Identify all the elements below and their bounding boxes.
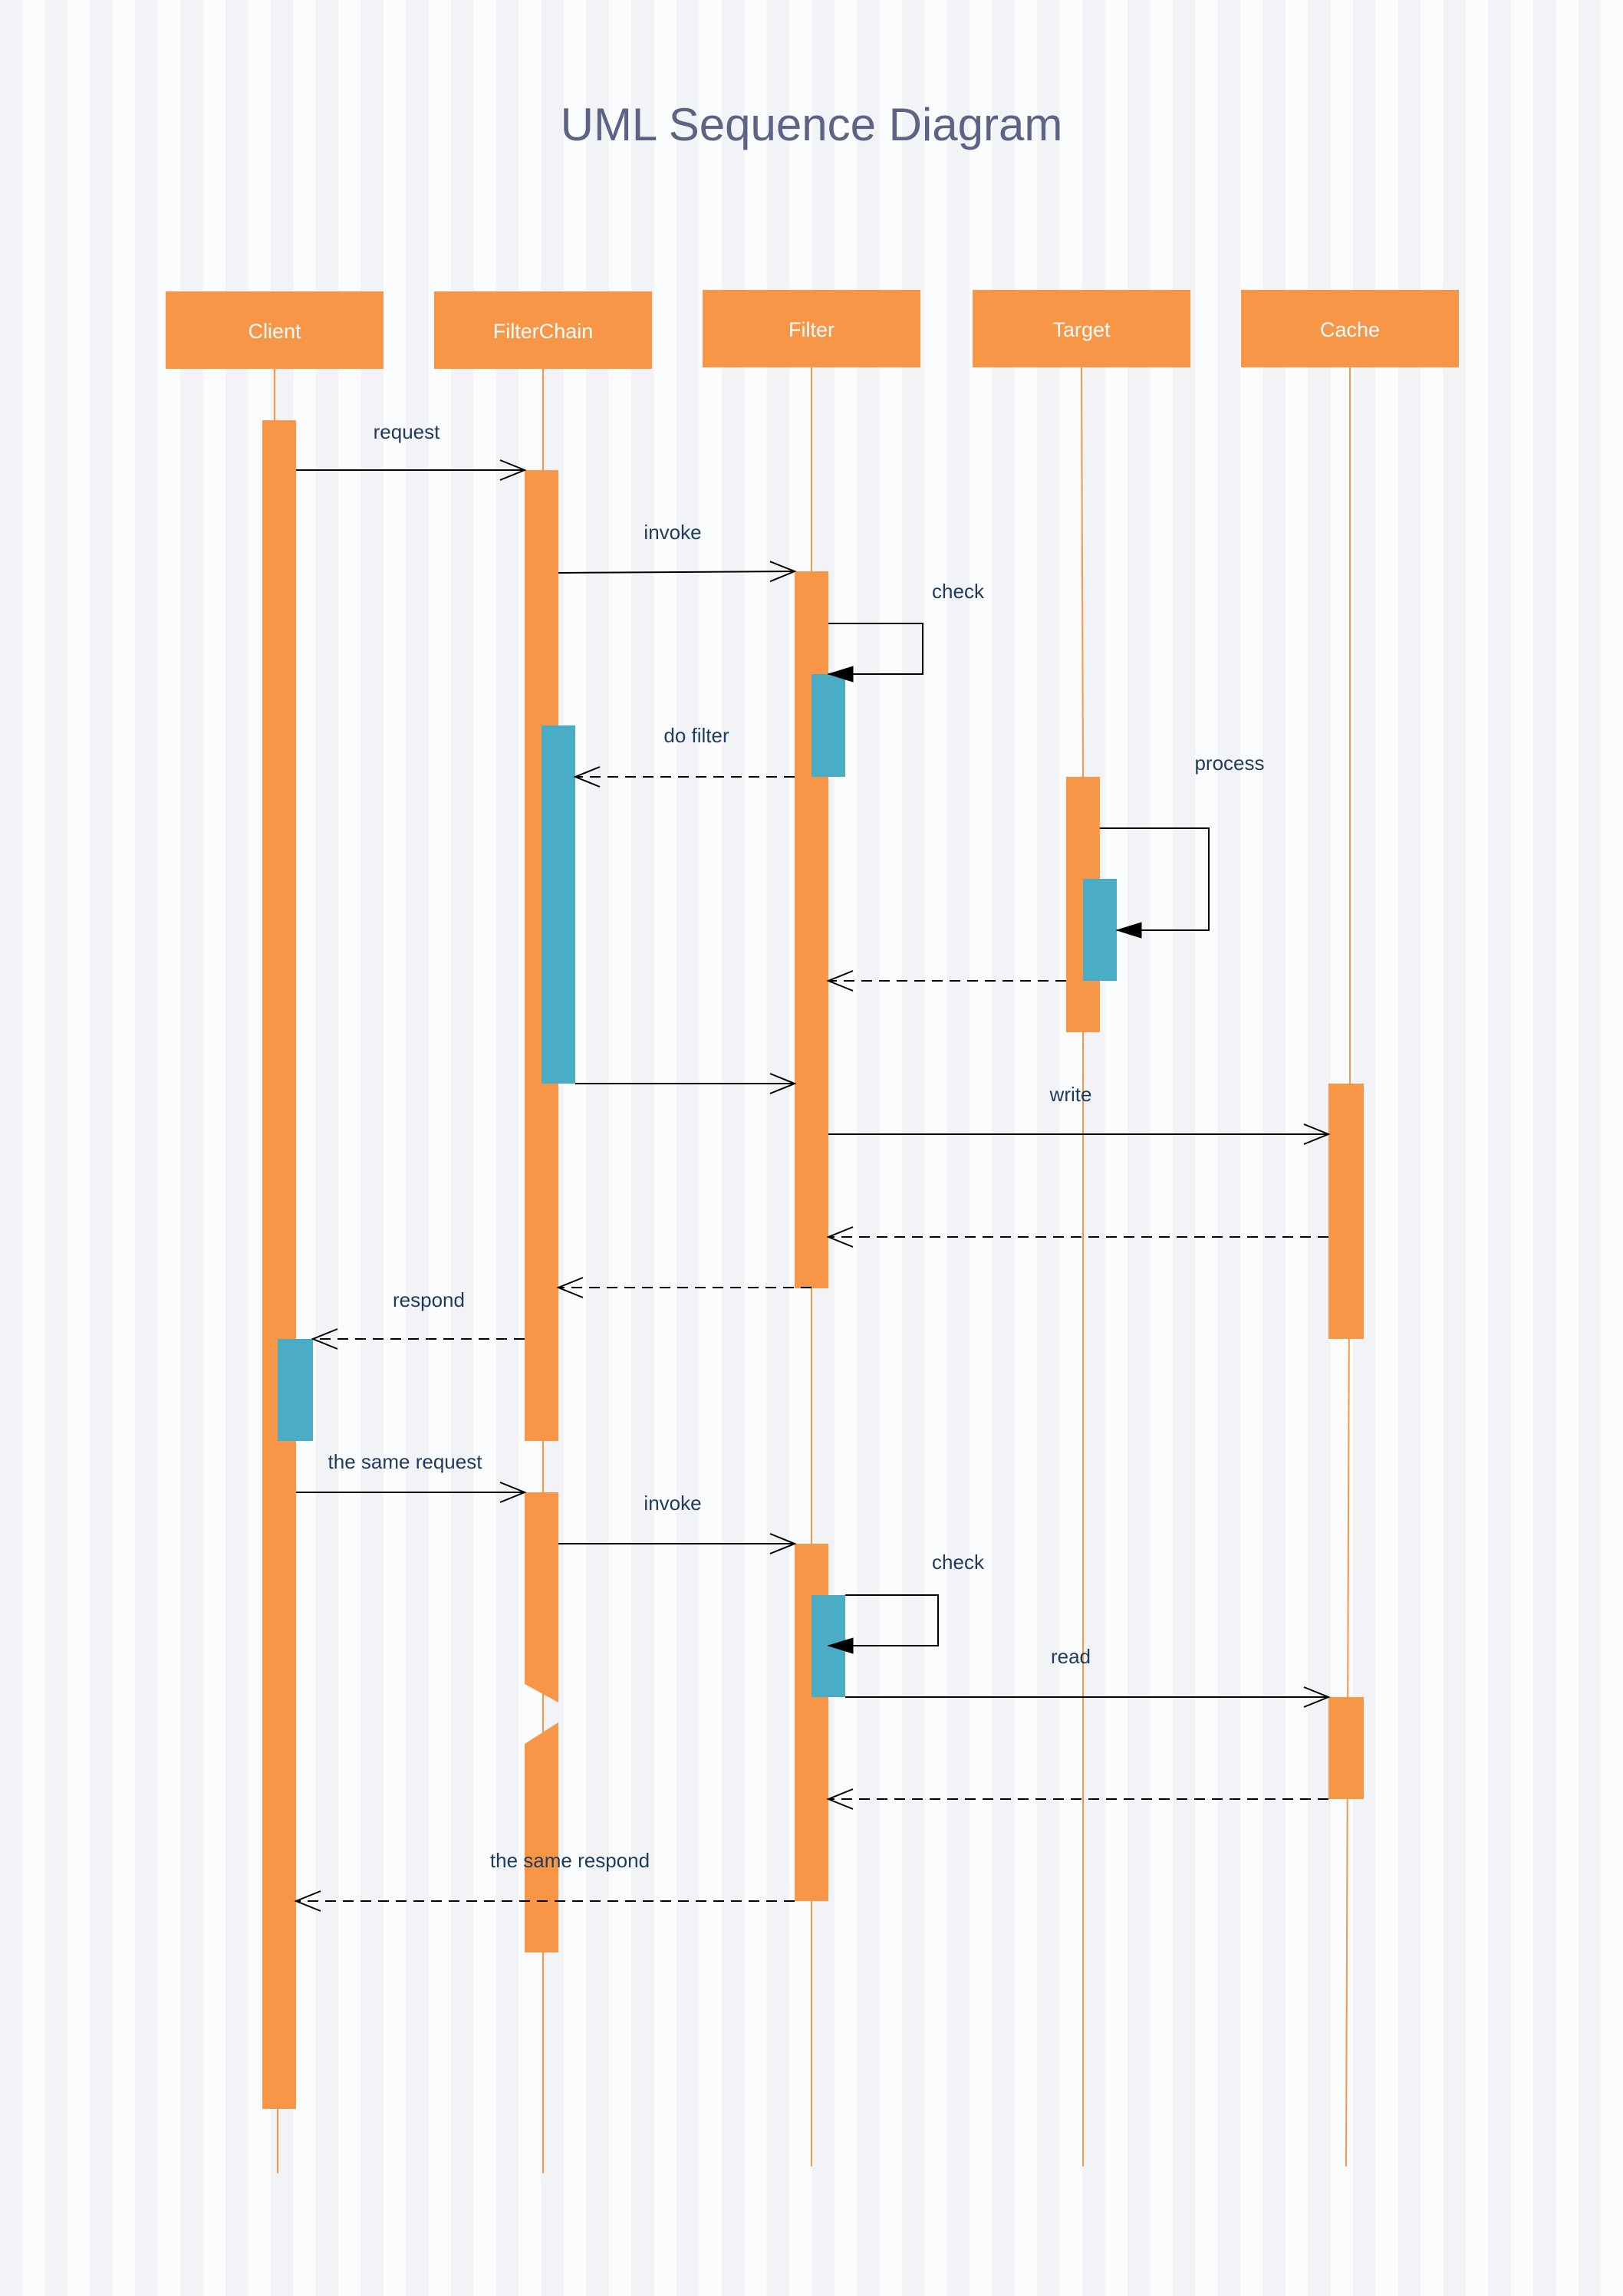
nested-activation-target (1083, 879, 1117, 981)
participant-cache[interactable]: Cache (1241, 290, 1459, 367)
message-label: read (1051, 1645, 1091, 1668)
background-stripe (1308, 0, 1331, 2296)
background-stripe (677, 0, 700, 2296)
participant-target[interactable]: Target (973, 290, 1190, 367)
activation-cache-2 (1328, 1697, 1364, 1799)
background-stripe (1488, 0, 1511, 2296)
message-label: the same request (328, 1450, 483, 1473)
background-stripe (226, 0, 249, 2296)
message-label: the same respond (490, 1849, 650, 1872)
participant-label: Client (248, 320, 301, 343)
message-labels: request invoke check do filter process w… (328, 420, 1265, 1872)
background-stripe (406, 0, 429, 2296)
messages (294, 459, 1331, 1912)
message-check-1-arrow[interactable] (827, 623, 923, 683)
participant-client[interactable]: Client (166, 291, 384, 369)
participant-label: FilterChain (493, 320, 594, 343)
message-label: invoke (644, 521, 701, 544)
activation-filterchain-2 (525, 1492, 558, 1702)
background-stripe (631, 0, 654, 2296)
background-stripe (451, 0, 474, 2296)
background-stripe (0, 0, 23, 2296)
background-stripe (1037, 0, 1060, 2296)
background-stripe (135, 0, 158, 2296)
background-stripe (1263, 0, 1286, 2296)
background-stripe (1533, 0, 1556, 2296)
background-stripe (586, 0, 609, 2296)
participant-label: Filter (788, 318, 835, 341)
participant-label: Target (1052, 318, 1111, 341)
background-stripe (766, 0, 789, 2296)
background-stripe (992, 0, 1015, 2296)
nested-activation-filter-1 (812, 674, 845, 777)
participant-label: Cache (1320, 318, 1380, 341)
background-stripe (1082, 0, 1105, 2296)
background-stripe (315, 0, 338, 2296)
participant-box (973, 290, 1190, 367)
background-stripe (90, 0, 113, 2296)
message-label: request (374, 420, 440, 443)
participant-box (166, 291, 384, 369)
background-stripe (1217, 0, 1240, 2296)
background-stripe (1172, 0, 1196, 2296)
activation-cache-1 (1328, 1084, 1364, 1339)
activation-filterchain-3 (525, 1722, 558, 1952)
nested-activation-filterchain (542, 725, 575, 1084)
message-label: do filter (663, 724, 729, 747)
background-stripe (1128, 0, 1151, 2296)
participant-box (703, 290, 920, 367)
background-stripe (1443, 0, 1466, 2296)
message-label: invoke (644, 1492, 701, 1515)
message-label: respond (393, 1288, 465, 1311)
participant-box (1241, 290, 1459, 367)
participant-filter[interactable]: Filter (703, 290, 920, 367)
message-label: write (1049, 1083, 1092, 1106)
background-stripe (180, 0, 203, 2296)
diagram-title: UML Sequence Diagram (561, 99, 1063, 150)
message-check-2-arrow[interactable] (827, 1594, 939, 1654)
message-label: process (1194, 752, 1264, 775)
background-stripe (857, 0, 880, 2296)
background-stripe (44, 0, 68, 2296)
activations (262, 420, 1364, 2109)
background-stripe (1579, 0, 1602, 2296)
background-stripe (360, 0, 384, 2296)
message-process-arrow[interactable] (1100, 827, 1210, 939)
background-stripe (902, 0, 925, 2296)
nested-activation-client (278, 1339, 313, 1441)
background-stripe (946, 0, 970, 2296)
background-stripe (1397, 0, 1421, 2296)
message-label: check (932, 580, 985, 603)
message-invoke-1-arrow[interactable] (558, 561, 797, 583)
participant-filterchain[interactable]: FilterChain (434, 291, 652, 369)
participant-box (434, 291, 652, 369)
message-label: check (932, 1551, 985, 1574)
background-stripe (721, 0, 745, 2296)
background-stripe (495, 0, 519, 2296)
activation-client (262, 420, 296, 2109)
